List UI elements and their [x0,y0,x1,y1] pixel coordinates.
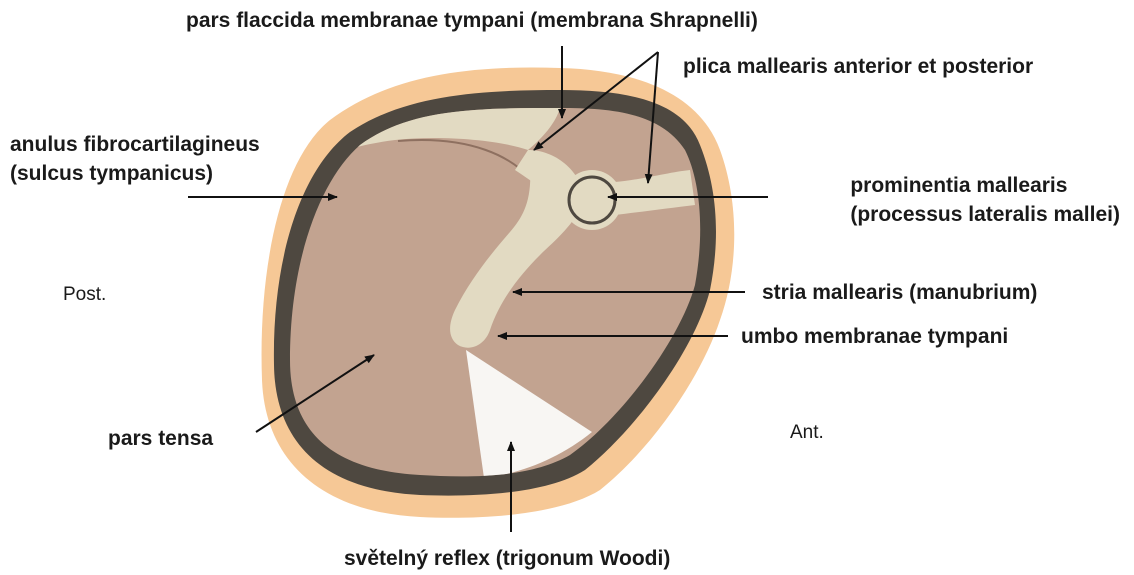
label-light-reflex: světelný reflex (trigonum Woodi) [344,544,670,573]
label-anulus: anulus fibrocartilagineus (sulcus tympan… [10,130,260,188]
label-anulus-line1: anulus fibrocartilagineus [10,130,260,159]
label-prominentia-line2: (processus lateralis mallei) [850,200,1120,229]
orientation-posterior: Post. [63,284,106,306]
label-anulus-line2: (sulcus tympanicus) [10,159,260,188]
label-prominentia-line1: prominentia mallearis [850,171,1120,200]
prominentia-knob [562,170,622,230]
label-prominentia: prominentia mallearis (processus lateral… [850,171,1120,229]
orientation-anterior: Ant. [790,422,824,444]
label-pars-flaccida: pars flaccida membranae tympani (membran… [186,6,758,35]
label-umbo: umbo membranae tympani [741,322,1008,351]
label-plica-mallearis: plica mallearis anterior et posterior [683,52,1033,81]
label-pars-tensa: pars tensa [108,424,213,453]
label-stria: stria mallearis (manubrium) [762,278,1037,307]
